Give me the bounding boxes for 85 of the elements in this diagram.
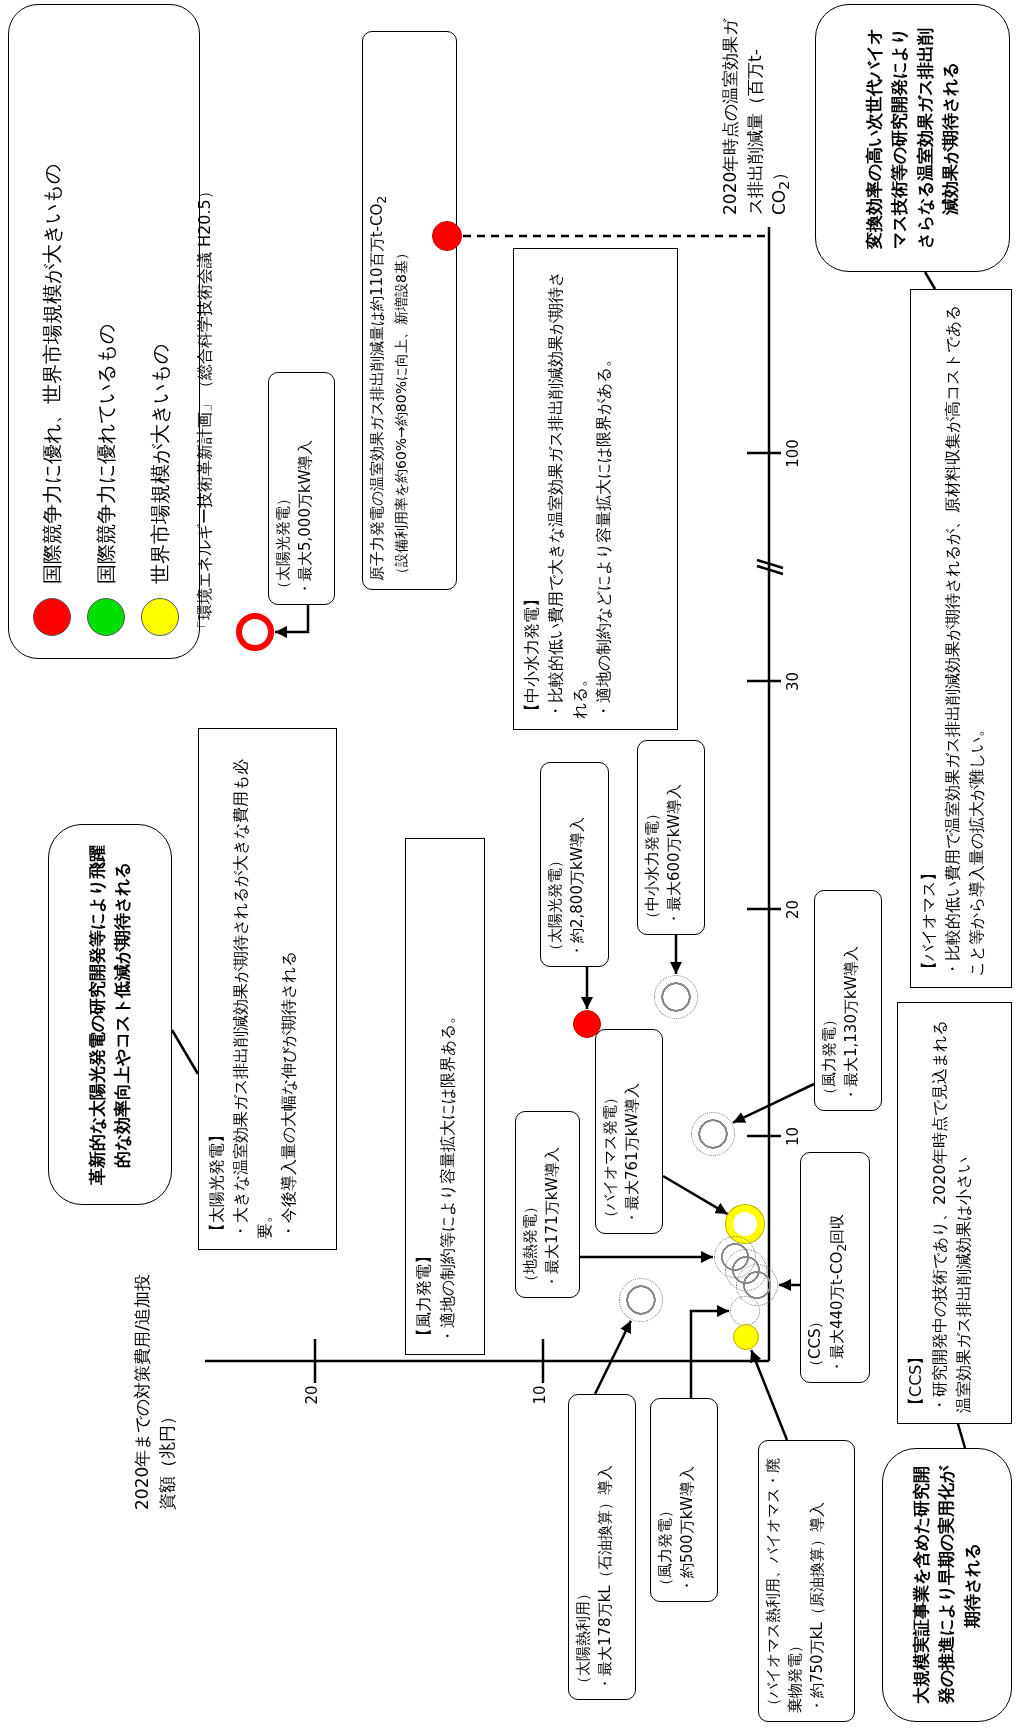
ring-marker [236, 613, 274, 651]
note-text: ・大きな温室効果ガス排出削減効果が期待されるが大きな費用も必要。 [230, 758, 275, 1239]
callout-text: （バイオマス発電） [600, 1089, 620, 1225]
axis-tick-label: 100 [784, 438, 802, 470]
speech-bubble [882, 1448, 1012, 1722]
bubble-text: 革新的な太陽光発電の研究開発等により飛躍的な効率向上やコスト低減が期待される [85, 843, 133, 1187]
connector-line [170, 1029, 200, 1075]
callout-box [650, 1398, 718, 1602]
bubble-text: 大規模実証事業を含めた研究開発の推進により早期の実用化が期待される [909, 1465, 983, 1705]
callout-text: （地熱発電） [520, 1198, 540, 1289]
arrow [750, 1349, 789, 1441]
note-box [198, 728, 337, 1250]
axis-tick-label: 30 [784, 670, 802, 694]
callout-box [362, 31, 457, 590]
arrow [689, 1305, 729, 1398]
arrow [779, 1279, 800, 1291]
double-ring-marker [691, 1112, 735, 1156]
callout-text: ・最大761万kW導入 [621, 1081, 642, 1225]
legend-text: 国際競争力に優れているもの [92, 324, 119, 584]
callout-text: ・最大5,000万kW導入 [294, 438, 315, 596]
note-box [513, 248, 678, 730]
bubble-text: 変換効率の高い次世代バイオマス技術等の研究開発によりさらなる温室効果ガス排出削減効果が期待される [862, 26, 961, 251]
callout-box [568, 1394, 636, 1700]
connector-line [956, 1423, 967, 1449]
note-text: ・適地の制約等により容量拡大には限界ある。 [437, 1007, 458, 1344]
arrow [670, 935, 682, 974]
callout-text: ・約750万kL（原油換算）導入 [806, 1501, 827, 1713]
callout-text: （風力発電） [819, 1011, 839, 1102]
callout-box [515, 1111, 580, 1298]
callout-text: （風力発電） [655, 1502, 675, 1593]
double-ring-marker [619, 1278, 663, 1322]
note-box [405, 838, 485, 1355]
speech-bubble [815, 4, 1010, 272]
note-heading: 【バイオマス】 [918, 864, 939, 977]
double-ring-marker [736, 1264, 778, 1306]
dot-marker [733, 1324, 759, 1350]
dot-marker [573, 1010, 601, 1038]
axis-tick-label: 20 [303, 1384, 321, 1407]
note-text: ・今後導入量の大幅な伸びが期待される [278, 950, 299, 1239]
note-text: ・比較的低い費用で温室効果ガス排出削減効果が期待されるが、原材料収集が高コストであること等から導入量の拡大が難しい。 [942, 304, 987, 977]
note-box [910, 289, 1012, 988]
axis-title: 2020年までの対策費用/追加投資額（兆円） [131, 1273, 178, 1510]
note-heading: 【CCS】 [905, 1347, 926, 1413]
callout-text: ・最大178万kL（石油換算）導入 [594, 1464, 615, 1691]
note-heading: 【中小水力発電】 [521, 590, 542, 719]
speech-bubble [48, 824, 172, 1205]
callout-text: （バイオマス熱利用、バイオマス・廃棄物発電） [763, 1457, 805, 1713]
axis-tick-label: 10 [784, 1125, 802, 1149]
note-text: ・比較的低い費用で大きな温室効果ガス排出削減効果が期待される。 [545, 270, 590, 719]
callout-box [800, 1152, 870, 1383]
note-heading: 【風力発電】 [413, 1247, 434, 1344]
callout-box [758, 1440, 855, 1722]
callout-text: （太陽光発電） [545, 852, 565, 958]
arrow [732, 1082, 815, 1124]
callout-text: ・最大600万kW導入 [663, 782, 684, 926]
callout-text: ・最大171万kW導入 [541, 1145, 562, 1289]
callout-box [637, 740, 705, 935]
connector-line [923, 271, 937, 290]
callout-text: （CCS） [805, 1312, 825, 1374]
note-heading: 【太陽光発電】 [206, 1126, 227, 1239]
callout-box [540, 762, 609, 967]
callout-text: （中小水力発電） [642, 805, 662, 926]
callout-text: （太陽光発電） [273, 490, 293, 596]
axis-tick-label: 20 [784, 898, 802, 922]
double-ring-marker [654, 975, 698, 1019]
note-box [897, 1002, 1012, 1424]
note-text: ・適地の制約などにより容量拡大には限界がある。 [593, 350, 614, 719]
callout-box [595, 1029, 663, 1234]
arrow [581, 967, 593, 1009]
callout-box [268, 372, 335, 605]
callout-box [814, 890, 882, 1111]
ring-marker [726, 1205, 764, 1243]
callout-text: （設備利用率を約60%→約80%に向上、新増設8基） [392, 245, 411, 581]
callout-text: ・約2,800万kW導入 [566, 815, 587, 958]
arrow [580, 1251, 713, 1263]
callout-text: （太陽熱利用） [573, 1585, 593, 1691]
callout-text: ・最大1,130万kW導入 [840, 944, 861, 1102]
axis-tick-label: 10 [531, 1384, 549, 1407]
arrow [662, 1174, 729, 1216]
legend-text: 国際競争力に優れ、世界市場規模が大きいもの [38, 164, 65, 584]
arrow [593, 1320, 633, 1395]
arrow [275, 605, 310, 638]
callout-text: ・約500万kW導入 [676, 1464, 697, 1593]
legend-text: 世界市場規模が大きいもの [146, 344, 173, 584]
note-text: ・研究開発中の技術であり、2020年時点で見込まれる温室効果ガス排出削減効果は小さい [929, 1019, 974, 1413]
